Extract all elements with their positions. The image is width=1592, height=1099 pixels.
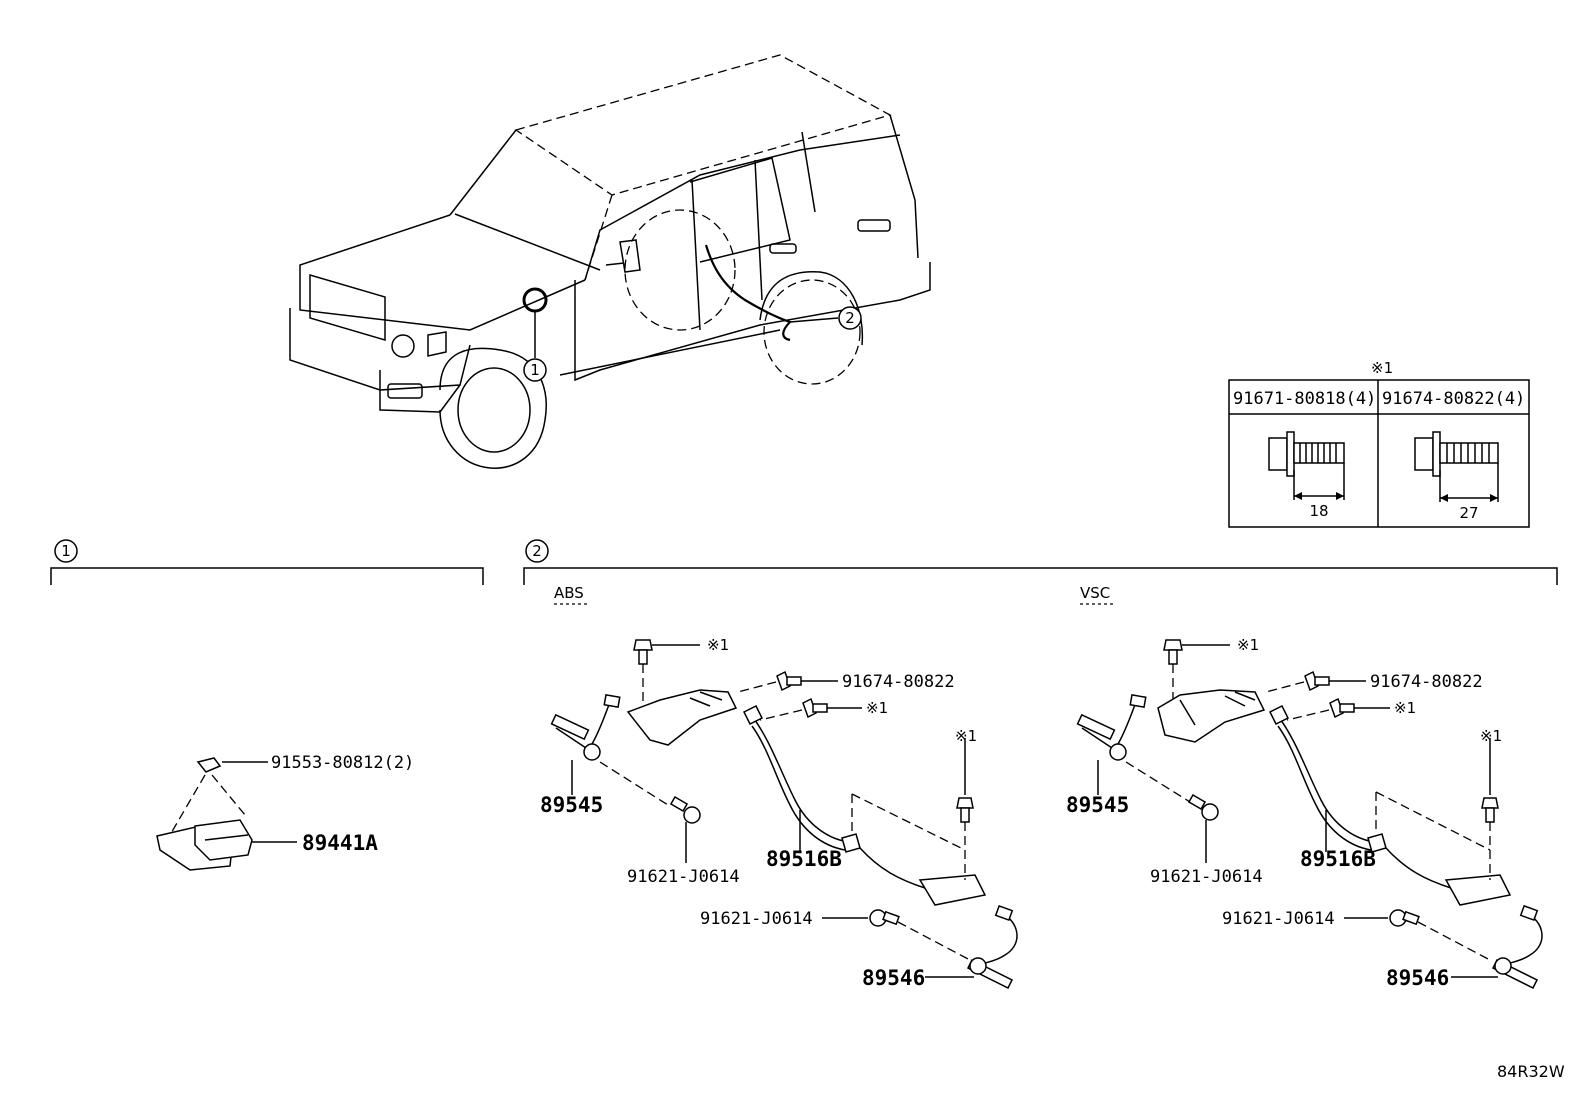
abs-mark-mid: ※1 (866, 699, 888, 717)
callout-1-vehicle: 1 (530, 361, 540, 379)
abs-bolt-rear-label: 91621-J0614 (700, 909, 813, 929)
vehicle-illustration: 1 2 (289, 54, 931, 469)
vsc-bolt-rear-label: 91621-J0614 (1222, 909, 1335, 929)
bolt-icon (1187, 794, 1219, 821)
vsc-front-sensor-label: 89545 (1066, 793, 1129, 817)
fastener-table: ※1 91671-80818(4) 91674-80822(4) 18 (1228, 359, 1530, 528)
bolt-icon (1304, 670, 1330, 692)
figure-code: 84R32W (1497, 1062, 1565, 1081)
vsc-assembly (1076, 639, 1543, 990)
vsc-bolt-front-label: 91621-J0614 (1150, 867, 1263, 887)
table-part-1: 91671-80818(4) (1233, 389, 1376, 409)
table-header-mark: ※1 (1371, 359, 1393, 377)
bolt-icon (1329, 697, 1355, 719)
table-dim-2: 27 (1459, 504, 1478, 522)
bolt-icon (1389, 909, 1420, 927)
height-sensor-assembly (156, 757, 297, 871)
abs-front-sensor-label: 89545 (540, 793, 603, 817)
bolt-icon (669, 796, 701, 824)
bolt-icon (633, 639, 653, 665)
abs-mark-right: ※1 (955, 727, 977, 745)
bolt-icon (776, 670, 802, 692)
section-2-callout: 2 (532, 542, 542, 560)
vsc-mark-right: ※1 (1480, 727, 1502, 745)
section-1-bracket (50, 567, 484, 585)
vsc-label: VSC (1080, 584, 1110, 602)
abs-mark-top: ※1 (707, 636, 729, 654)
vsc-rear-sensor-label: 89546 (1386, 966, 1449, 990)
bolt-icon (1163, 639, 1183, 665)
abs-harness-label: 89516B (766, 847, 842, 871)
section-1-callout: 1 (61, 542, 71, 560)
vsc-bolt-top-label: 91674-80822 (1370, 672, 1483, 692)
section-2-bracket (523, 567, 1558, 585)
flange-bolt-icon (1268, 431, 1345, 500)
abs-rear-sensor-label: 89546 (862, 966, 925, 990)
callout-2-vehicle: 2 (845, 309, 855, 327)
bolt-icon (956, 797, 974, 823)
vsc-harness-label: 89516B (1300, 847, 1376, 871)
vsc-mark-mid: ※1 (1394, 699, 1416, 717)
abs-bolt-front-label: 91621-J0614 (627, 867, 740, 887)
bolt-icon (802, 697, 828, 719)
table-dim-1: 18 (1309, 502, 1328, 520)
abs-assembly (550, 639, 1018, 990)
abs-bolt-top-label: 91674-80822 (842, 672, 955, 692)
nut-icon (196, 757, 222, 773)
flange-bolt-icon (1414, 431, 1499, 502)
abs-label: ABS (554, 584, 584, 602)
bolt-icon (1481, 797, 1499, 823)
vsc-mark-top: ※1 (1237, 636, 1259, 654)
nut-part-label: 91553-80812(2) (271, 753, 414, 773)
table-part-2: 91674-80822(4) (1382, 389, 1525, 409)
bolt-icon (869, 909, 900, 927)
height-sensor-label: 89441A (302, 831, 378, 855)
